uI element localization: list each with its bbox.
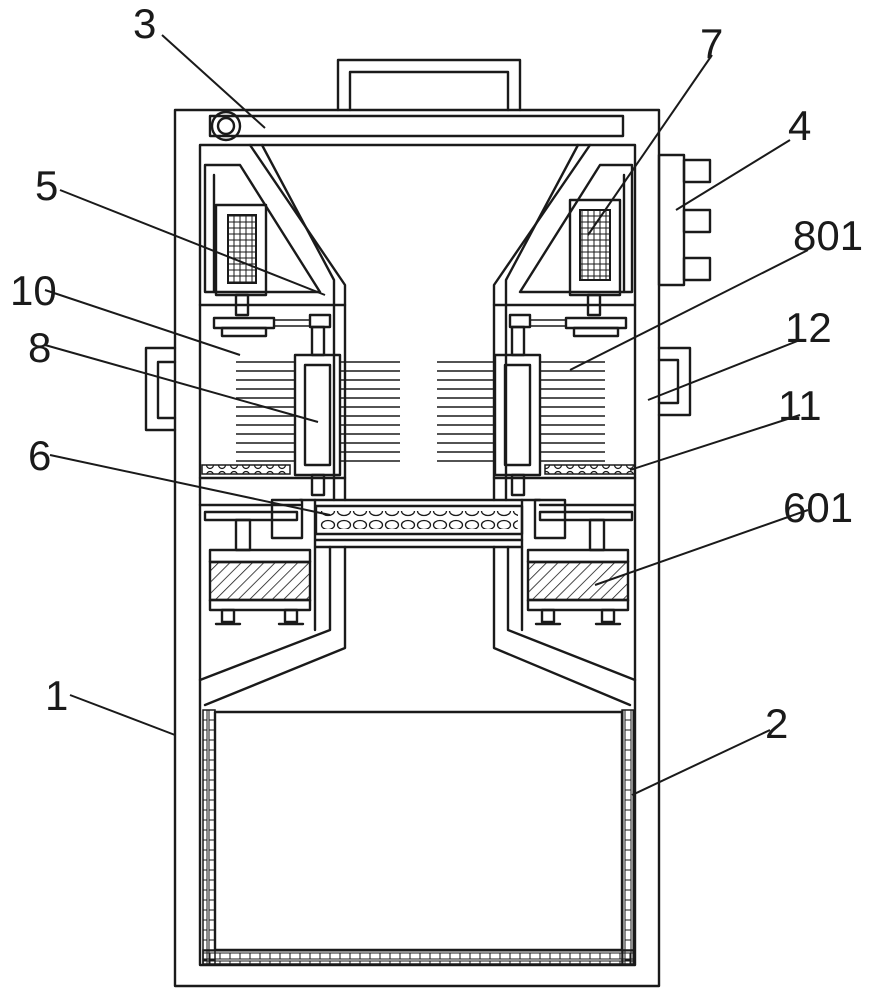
drive-belt-right bbox=[508, 313, 566, 329]
leader-7 bbox=[587, 54, 713, 236]
leader-601 bbox=[594, 509, 809, 586]
leader-4 bbox=[675, 139, 791, 211]
motor-left bbox=[212, 203, 276, 338]
motor-bay-left bbox=[203, 163, 322, 294]
leader-8 bbox=[44, 344, 319, 423]
housing bbox=[173, 108, 661, 988]
crusher-roller-left bbox=[293, 325, 342, 497]
blades-left-inner bbox=[340, 361, 400, 462]
label-601: 601 bbox=[783, 484, 853, 531]
label-7: 7 bbox=[700, 20, 723, 67]
screen-strip-right bbox=[544, 464, 636, 475]
leader-11 bbox=[629, 414, 801, 471]
blades-right-outer bbox=[540, 361, 605, 462]
top-rail bbox=[208, 110, 625, 142]
lower-motor-right bbox=[520, 498, 637, 632]
label-6: 6 bbox=[28, 432, 51, 479]
label-5: 5 bbox=[35, 162, 58, 209]
leader-2 bbox=[631, 729, 771, 796]
lower-motor-left bbox=[198, 498, 317, 632]
label-8: 8 bbox=[28, 324, 51, 371]
side-handle-left bbox=[144, 346, 177, 432]
screen-strip-left bbox=[201, 464, 291, 475]
conveyor bbox=[298, 498, 542, 549]
leader-5 bbox=[59, 189, 326, 296]
leader-10 bbox=[44, 289, 241, 356]
side-handle-right bbox=[657, 346, 692, 417]
labels: 3 7 4 5 801 10 12 8 11 6 601 1 2 bbox=[10, 0, 863, 747]
label-4: 4 bbox=[788, 102, 811, 149]
leader-1 bbox=[69, 694, 176, 736]
label-801: 801 bbox=[793, 212, 863, 259]
blades-right-inner bbox=[437, 361, 495, 462]
leader-12 bbox=[647, 339, 801, 401]
top-handle bbox=[336, 58, 522, 112]
label-3: 3 bbox=[133, 0, 156, 47]
drive-belt-left bbox=[274, 313, 332, 329]
control-box bbox=[657, 153, 712, 287]
motor-right bbox=[564, 198, 628, 338]
label-2: 2 bbox=[765, 700, 788, 747]
crusher-roller-right bbox=[493, 325, 542, 497]
lower-funnel bbox=[198, 545, 637, 707]
label-10: 10 bbox=[10, 267, 57, 314]
leader-lines bbox=[44, 34, 809, 796]
leader-6 bbox=[49, 454, 331, 516]
motor-bay-right bbox=[518, 163, 634, 294]
blades-left-outer bbox=[236, 361, 295, 462]
label-12: 12 bbox=[785, 304, 832, 351]
leader-801 bbox=[569, 249, 809, 371]
label-11: 11 bbox=[778, 382, 822, 429]
label-1: 1 bbox=[45, 672, 68, 719]
collection-bin bbox=[202, 709, 635, 966]
leader-3 bbox=[161, 34, 266, 129]
